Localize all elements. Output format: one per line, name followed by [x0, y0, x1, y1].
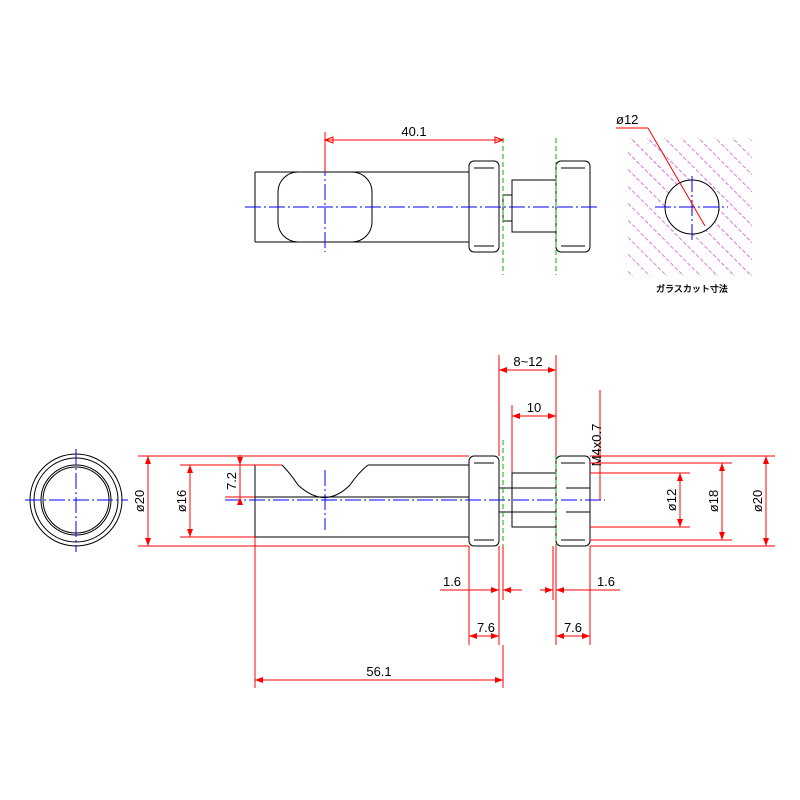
top-view: 40.1	[245, 124, 600, 275]
top-view-stud	[511, 179, 557, 233]
glass-cut-caption: ガラスカット寸法	[656, 283, 728, 295]
front-view-right-cap	[555, 455, 591, 547]
dim-total-length-label: 56.1	[366, 664, 391, 679]
dim-body-dia-outer: ø20	[132, 455, 469, 547]
dim-dia-12: ø12	[590, 472, 690, 528]
glass-cut-detail: ø12 ガラスカット寸法	[616, 112, 752, 295]
dim-washer-right: 1.6	[540, 546, 620, 600]
dim-dia-20-label: ø20	[750, 490, 765, 512]
front-view-body	[254, 464, 469, 538]
dim-cap-left: 7.6	[468, 546, 500, 645]
top-view-washer	[502, 194, 513, 222]
dim-body-dia-label: ø16	[174, 490, 189, 512]
dim-cap-right-label: 7.6	[564, 620, 582, 635]
dim-total-length: 56.1	[254, 537, 504, 688]
dim-glass-range-label: 8~12	[513, 354, 542, 369]
dim-stud-length: 10	[511, 400, 556, 473]
dim-dia-18-label: ø18	[706, 490, 721, 512]
dim-body-dia-outer-label: ø20	[132, 490, 147, 512]
dim-body-dia: ø16	[174, 464, 255, 538]
dim-glass-range: 8~12	[498, 354, 557, 456]
dim-washer-left-label: 1.6	[443, 574, 461, 589]
dim-dia-12-label: ø12	[664, 489, 679, 511]
dim-top-length: 40.1	[323, 124, 505, 172]
dim-slot-depth-label: 7.2	[224, 472, 239, 490]
dim-glass-hole-label: ø12	[616, 112, 638, 127]
dim-dia-18: ø18	[590, 462, 732, 541]
end-view	[25, 449, 128, 552]
dim-cap-right: 7.6	[555, 546, 591, 645]
dim-washer-left: 1.6	[440, 546, 522, 600]
dim-thread-label: M4x0.7	[589, 424, 604, 467]
dim-cap-left-label: 7.6	[477, 620, 495, 635]
front-view	[225, 440, 605, 560]
front-view-left-cap	[468, 455, 500, 547]
dim-top-length-label: 40.1	[401, 124, 426, 139]
dim-washer-right-label: 1.6	[597, 574, 615, 589]
dim-stud-length-label: 10	[527, 400, 541, 415]
dim-thread: M4x0.7	[589, 390, 604, 500]
dim-dia-20: ø20	[590, 455, 775, 547]
dim-glass-hole-leader	[647, 127, 706, 227]
